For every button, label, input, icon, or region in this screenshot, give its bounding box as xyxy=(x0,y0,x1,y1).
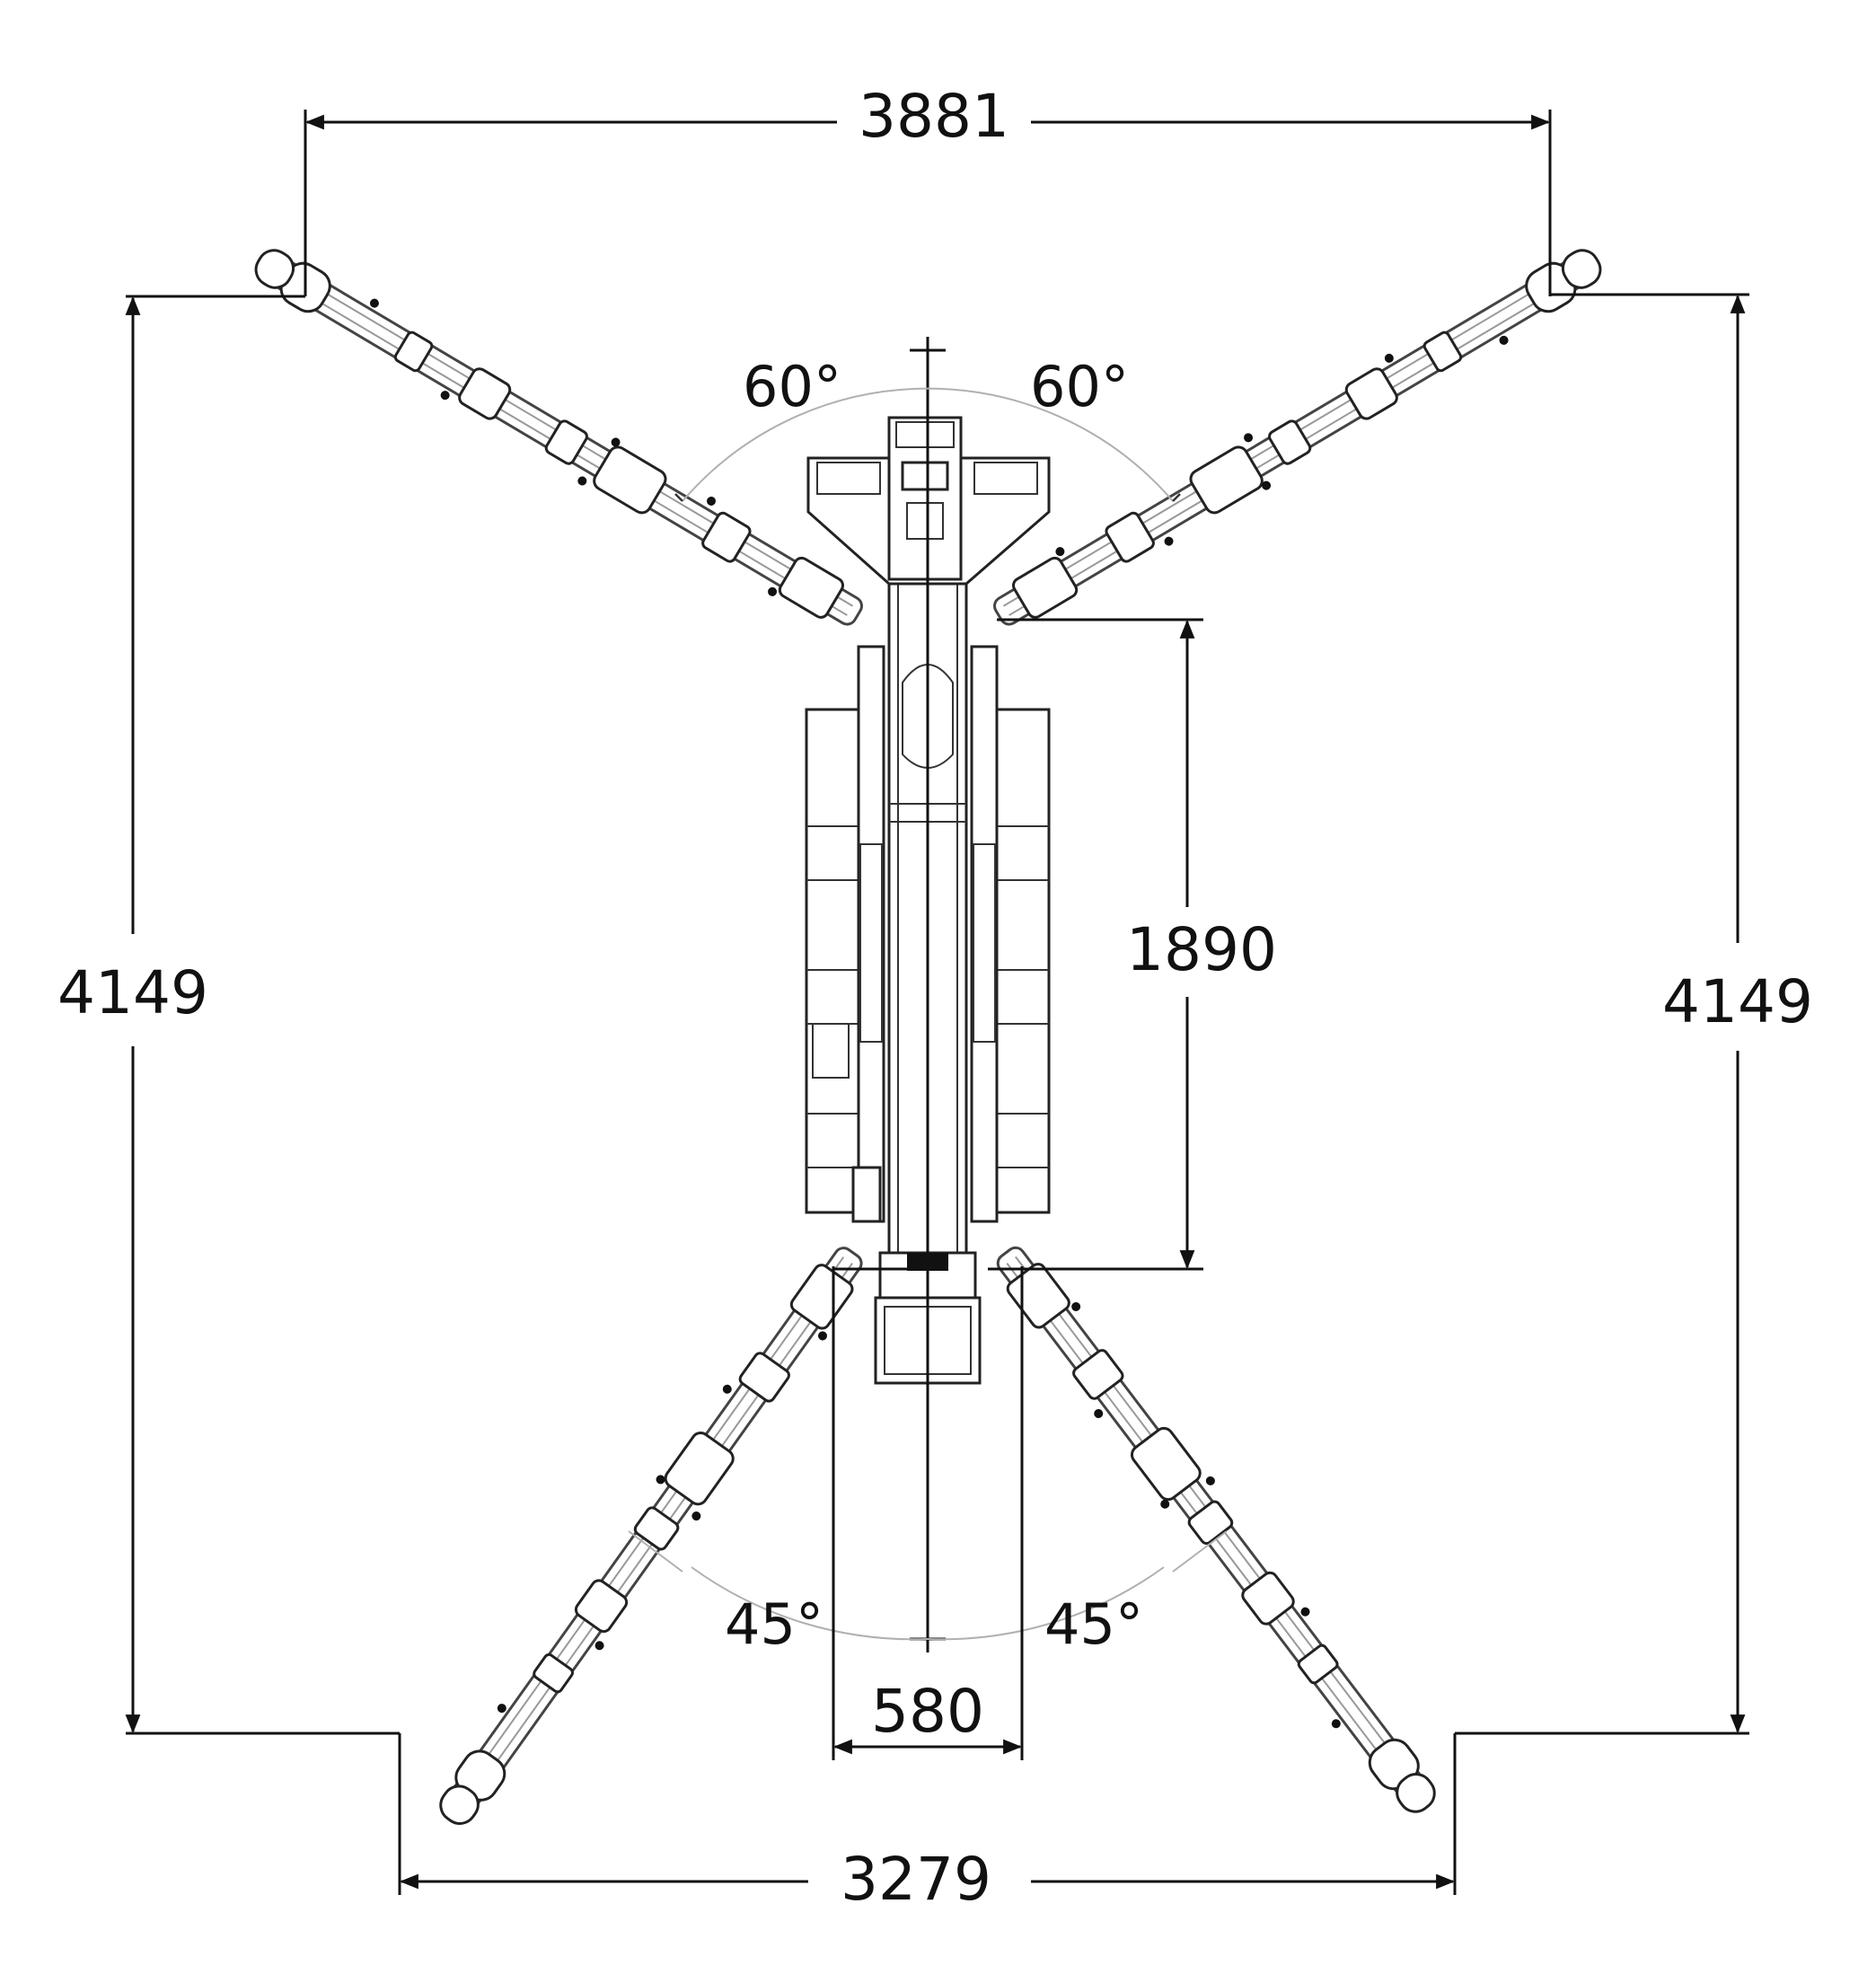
dimension-body-length: 1890 xyxy=(988,618,1277,1271)
dimension-right-height: 4149 xyxy=(1455,293,1813,1735)
dimension-track-width: 580 xyxy=(832,1266,1024,1760)
dimension-bottom-width: 3279 xyxy=(398,1733,1457,1914)
top-width-label: 3881 xyxy=(859,82,1009,151)
outrigger-top-right xyxy=(982,233,1614,642)
bottom-width-label: 3279 xyxy=(841,1845,991,1914)
left-height-label: 4149 xyxy=(57,958,208,1027)
outrigger-bottom-left xyxy=(423,1234,879,1838)
outrigger-top-left xyxy=(242,233,875,642)
angle-label-top-right: 60° xyxy=(1030,354,1129,419)
angle-arc-top xyxy=(682,387,1174,502)
angle-arc-bottom-left xyxy=(691,1566,929,1641)
angle-label-bottom-left: 45° xyxy=(725,1591,824,1657)
track-width-label: 580 xyxy=(871,1677,984,1746)
right-track xyxy=(995,708,1051,1214)
outrigger-bottom-right xyxy=(981,1233,1452,1827)
angle-label-bottom-right: 45° xyxy=(1044,1591,1143,1657)
dimension-left-height: 4149 xyxy=(57,295,400,1735)
left-track xyxy=(805,708,860,1214)
body-length-label: 1890 xyxy=(1126,915,1277,984)
right-height-label: 4149 xyxy=(1662,967,1813,1036)
angle-arc-bottom-right xyxy=(927,1566,1165,1641)
angle-label-top-left: 60° xyxy=(743,354,841,419)
dimension-top-width: 3881 xyxy=(304,82,1552,296)
